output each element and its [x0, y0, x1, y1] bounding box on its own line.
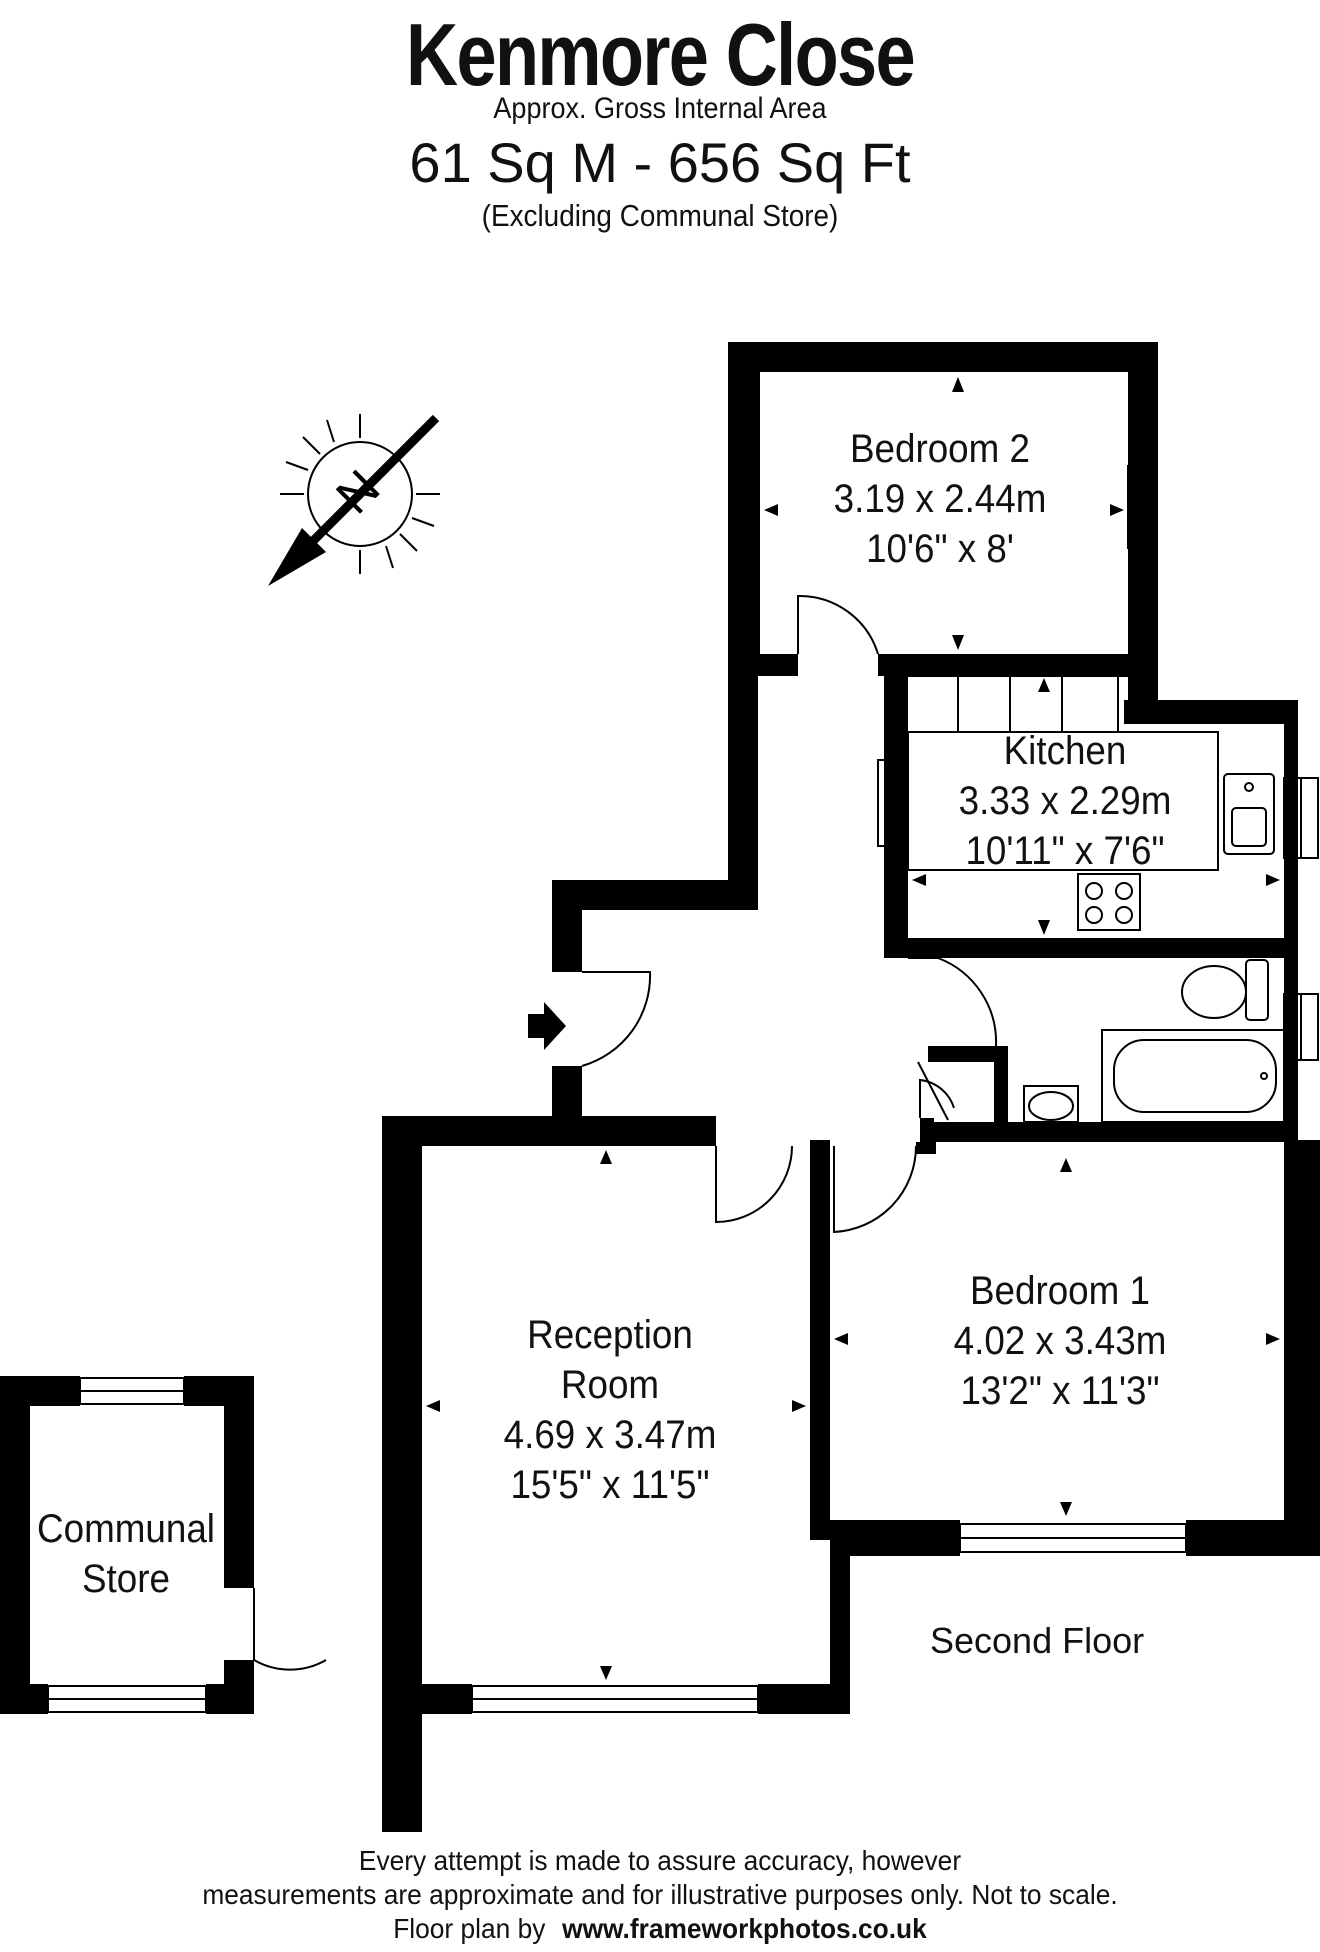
plan-title: Kenmore Close	[405, 5, 916, 104]
room-metric: 4.69 x 3.47m	[503, 1413, 717, 1457]
floor-label: Second Floor	[930, 1620, 1145, 1661]
room-label-bedroom-1: Bedroom 1 4.02 x 3.43m 13'2" x 11'3"	[922, 1266, 1198, 1416]
room-label-bedroom-2: Bedroom 2 3.19 x 2.44m 10'6" x 8'	[820, 424, 1059, 574]
room-imperial: 13'2" x 11'3"	[960, 1369, 1160, 1413]
disclaimer-line-1: Every attempt is made to assure accuracy…	[358, 1845, 962, 1876]
room-metric: 3.19 x 2.44m	[833, 477, 1047, 521]
room-label-kitchen: Kitchen 3.33 x 2.29m 10'11" x 7'6"	[932, 726, 1199, 876]
room-name: Reception	[527, 1313, 693, 1357]
room-metric: 4.02 x 3.43m	[953, 1319, 1167, 1363]
entrance-arrow	[528, 1002, 566, 1050]
room-name-2: Room	[560, 1363, 660, 1407]
room-name: Kitchen	[1003, 729, 1127, 773]
room-imperial: 10'6" x 8'	[866, 527, 1014, 571]
credit-prefix: Floor plan by	[393, 1913, 546, 1944]
room-name: Communal	[37, 1507, 215, 1551]
disclaimer-line-2: measurements are approximate and for ill…	[202, 1879, 1118, 1910]
room-metric: 3.33 x 2.29m	[958, 779, 1172, 823]
area-note: (Excluding Communal Store)	[481, 198, 839, 233]
room-label-communal-store: Communal Store	[34, 1504, 218, 1604]
room-name: Bedroom 1	[969, 1269, 1151, 1313]
room-name: Bedroom 2	[849, 427, 1031, 471]
gross-area: 61 Sq M - 656 Sq Ft	[409, 131, 911, 194]
credit-line: Floor plan by www.frameworkphotos.co.uk	[40, 1913, 1281, 1945]
area-caption: Approx. Gross Internal Area	[493, 92, 827, 125]
room-name-2: Store	[82, 1557, 170, 1601]
room-imperial: 15'5" x 11'5"	[510, 1463, 710, 1507]
room-imperial: 10'11" x 7'6"	[965, 829, 1165, 873]
compass-icon: N	[268, 414, 440, 586]
credit-link[interactable]: www.frameworkphotos.co.uk	[562, 1913, 927, 1944]
room-label-reception: Reception Room 4.69 x 3.47m 15'5" x 11'5…	[481, 1310, 739, 1510]
